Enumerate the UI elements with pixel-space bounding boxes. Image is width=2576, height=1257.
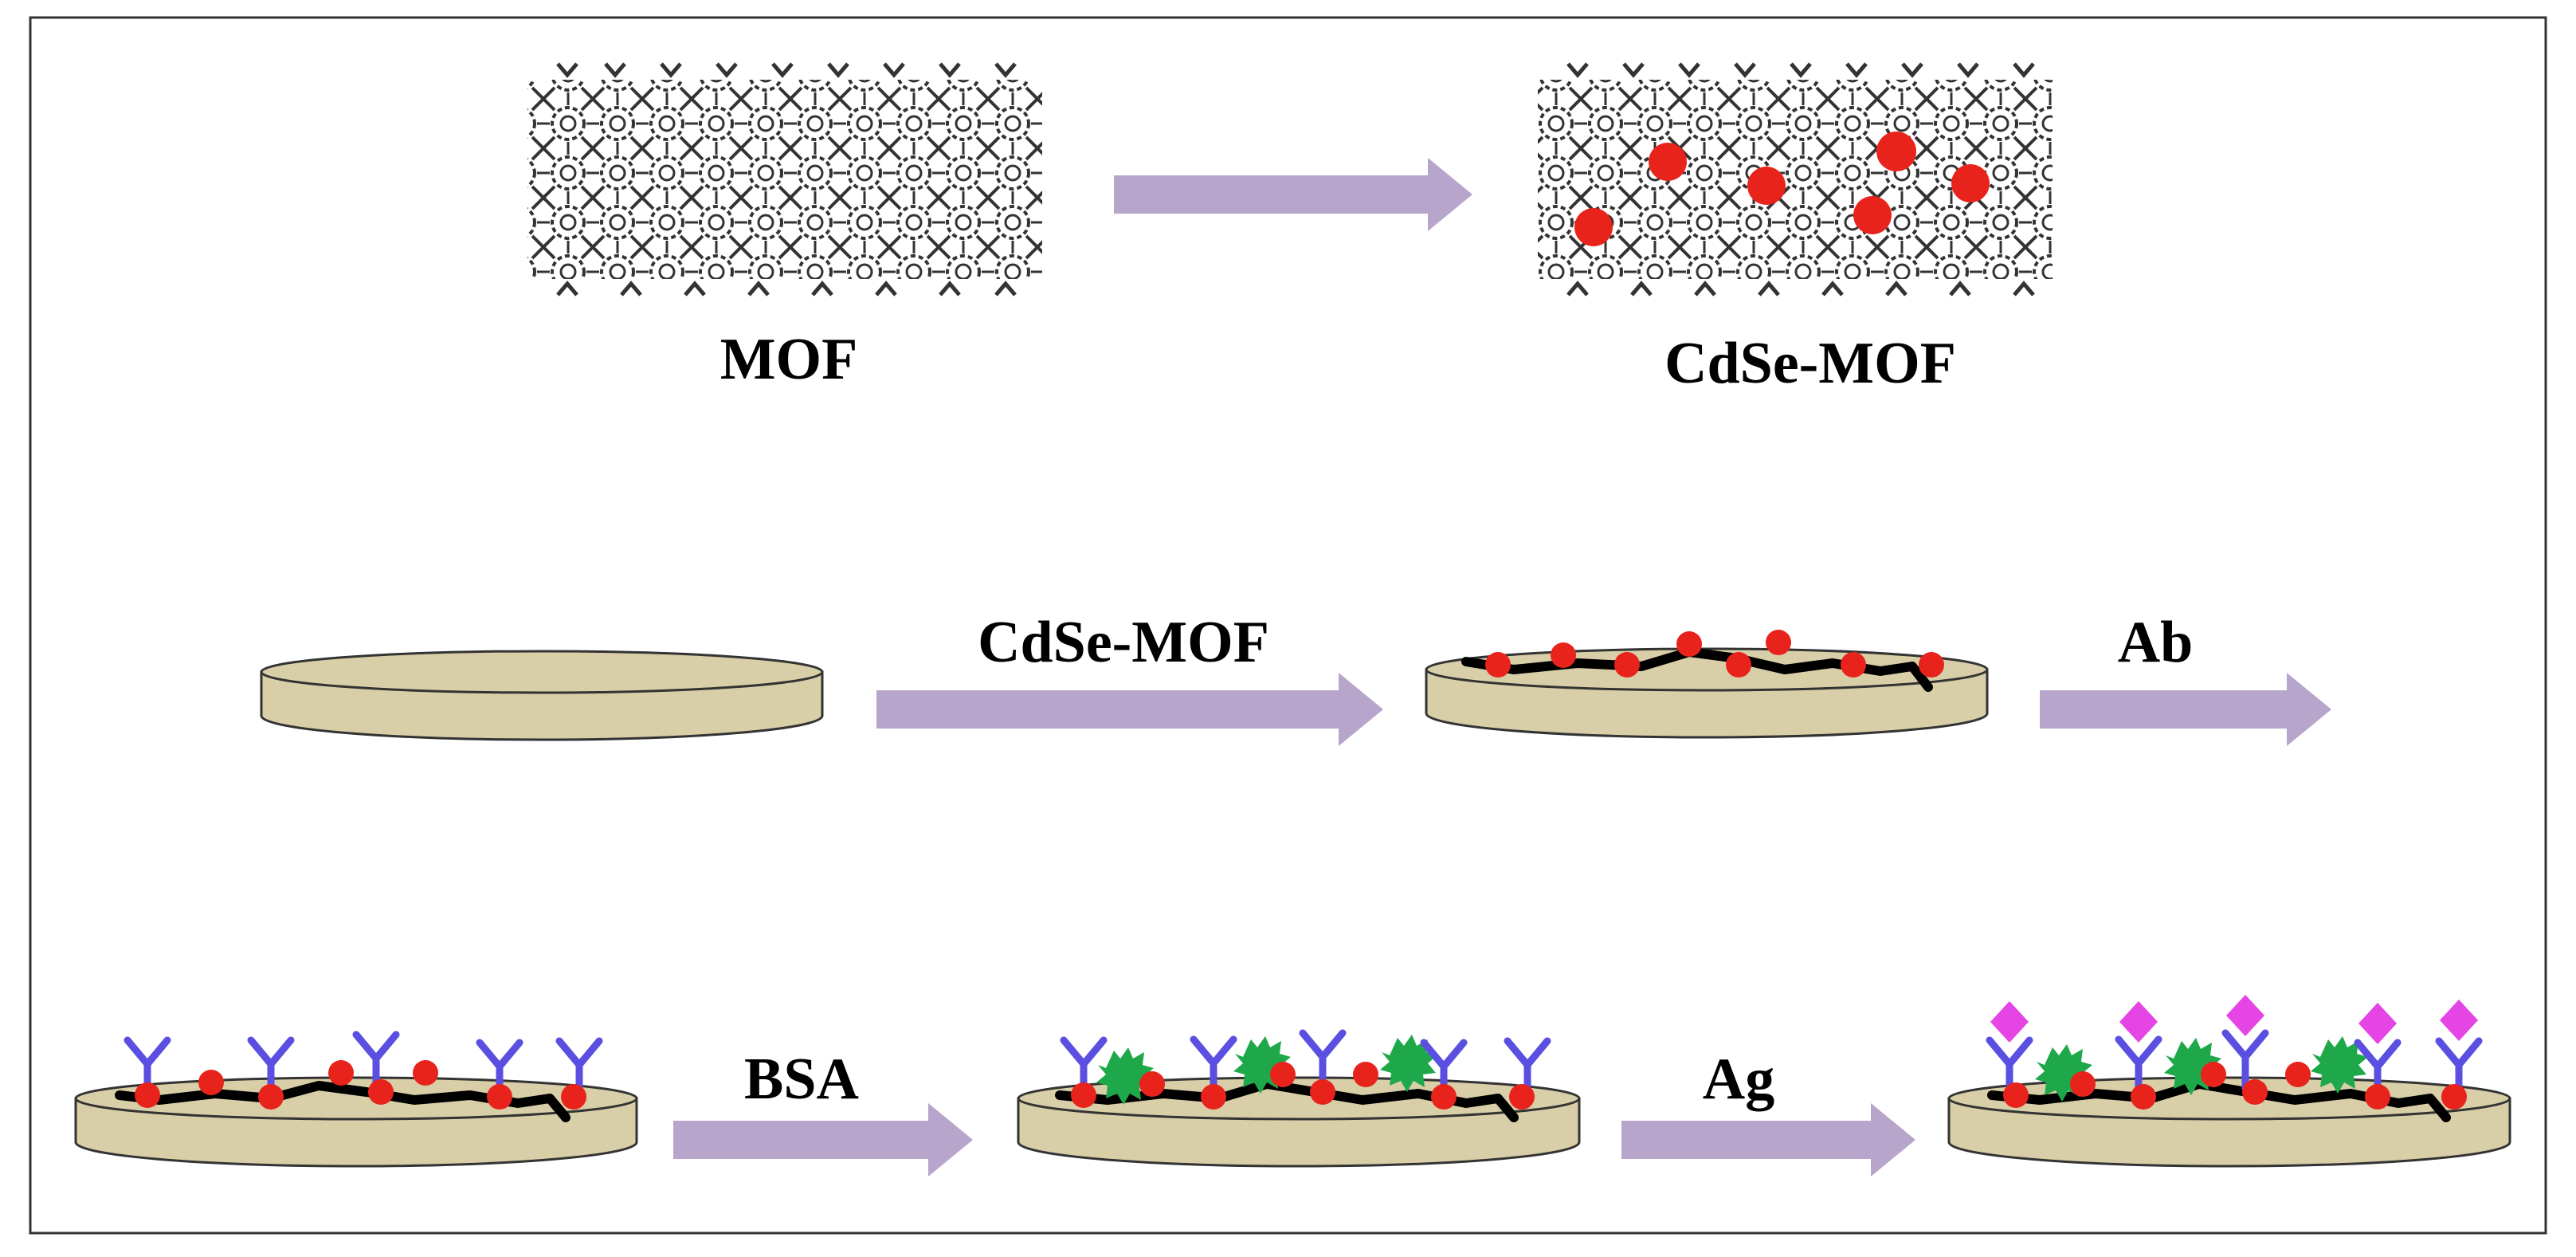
cdse-nanoparticles xyxy=(1485,630,1944,678)
cdse-dot-icon xyxy=(1649,143,1687,181)
antigen-diamond-icon xyxy=(2226,995,2264,1036)
step-ab: Ab xyxy=(2040,610,2331,746)
bsa-blob-icon xyxy=(2311,1036,2368,1094)
right-arrow-icon xyxy=(673,1103,973,1176)
cdse-dot-icon xyxy=(1853,196,1892,234)
cdse-dot-icon xyxy=(1310,1079,1335,1105)
step-bsa: BSA xyxy=(673,1047,973,1176)
electrode-with-cdse-mof xyxy=(1425,630,1989,739)
cdse-dot-icon xyxy=(1676,631,1702,657)
cdse-dot-icon xyxy=(487,1084,512,1110)
cdse-dot-icon xyxy=(2201,1062,2226,1087)
cdse-dot-icon xyxy=(2242,1079,2268,1105)
cdse-dot-icon xyxy=(1270,1062,1296,1087)
cdse-dot-icon xyxy=(1876,132,1916,171)
cdse-mof-product-label: CdSe-MOF xyxy=(1664,331,1956,396)
cdse-dot-icon xyxy=(1509,1084,1535,1110)
bsa-step-label: BSA xyxy=(744,1047,859,1112)
cdse-nanoparticles xyxy=(1574,132,1990,246)
step-cdse-mof: CdSe-MOF xyxy=(876,610,1383,746)
cdse-dot-icon xyxy=(2365,1084,2390,1110)
cdse-dot-icon xyxy=(1139,1071,1165,1097)
cdse-dot-icon xyxy=(198,1070,224,1095)
cdse-dot-icon xyxy=(2070,1071,2096,1097)
bare-electrode xyxy=(260,650,824,741)
electrode-with-bsa xyxy=(1017,1029,1581,1168)
cdse-nanoparticles xyxy=(2003,1062,2467,1110)
figure-frame xyxy=(29,16,2547,1235)
right-arrow-icon xyxy=(2040,673,2331,746)
cdse-dot-icon xyxy=(1574,208,1613,246)
antigen-diamond-icon xyxy=(2358,1003,2397,1044)
cdse-dot-icon xyxy=(1841,652,1866,678)
electrode-with-antibodies xyxy=(74,1031,638,1168)
step-ag: Ag xyxy=(1621,1047,1915,1176)
antigen-diamond-icon xyxy=(2119,1001,2158,1043)
cdse-dot-icon xyxy=(258,1084,284,1110)
antigen-diamond-icon xyxy=(2440,1000,2478,1041)
arrow-mof-to-cdse-mof xyxy=(1114,158,1472,231)
cdse-dot-icon xyxy=(1551,642,1576,668)
ag-step-label: Ag xyxy=(1703,1047,1774,1112)
cdse-dot-icon xyxy=(1614,652,1640,678)
antigen-diamond-icon xyxy=(1990,1001,2029,1043)
cdse-nanoparticles xyxy=(1071,1062,1535,1110)
cdse-dot-icon xyxy=(2285,1062,2311,1087)
cdse-nanoparticles xyxy=(135,1060,586,1110)
cdse-dot-icon xyxy=(328,1060,354,1086)
antibody-y-icon xyxy=(2221,1029,2269,1093)
cdse-dot-icon xyxy=(413,1060,438,1086)
cdse-dot-icon xyxy=(1766,630,1791,655)
cdse-dot-icon xyxy=(1071,1082,1096,1108)
cdse-dot-icon xyxy=(1747,167,1786,205)
cdse-dot-icon xyxy=(1919,652,1944,678)
cdse-mof-step-label: CdSe-MOF xyxy=(978,610,1269,675)
cdse-dot-icon xyxy=(1201,1084,1226,1110)
cdse-dot-icon xyxy=(2131,1084,2156,1110)
electrode-with-antigen xyxy=(1947,995,2511,1168)
mof-linker-marks xyxy=(556,62,1017,297)
cdse-dot-icon xyxy=(1353,1062,1378,1087)
mof-label: MOF xyxy=(720,327,858,392)
right-arrow-icon xyxy=(1114,158,1472,231)
cdse-dot-icon xyxy=(1431,1084,1457,1110)
cdse-dot-icon xyxy=(1951,164,1990,202)
right-arrow-icon xyxy=(876,673,1383,746)
cdse-dot-icon xyxy=(135,1082,160,1108)
cdse-dot-icon xyxy=(368,1079,394,1105)
right-arrow-icon xyxy=(1621,1103,1915,1176)
bsa-blob-icon xyxy=(1096,1047,1154,1105)
cdse-mof-structure xyxy=(1538,62,2053,297)
cdse-dot-icon xyxy=(1485,652,1511,678)
cdse-dot-icon xyxy=(1726,652,1751,678)
ab-step-label: Ab xyxy=(2118,610,2194,675)
cdse-dot-icon xyxy=(561,1084,586,1110)
electrode-top xyxy=(260,650,824,694)
cdse-dot-icon xyxy=(2441,1084,2467,1110)
mof-lattice xyxy=(527,80,1042,279)
antigens xyxy=(1990,995,2478,1044)
cdse-mof-film xyxy=(115,1081,570,1122)
cdse-dot-icon xyxy=(2003,1082,2029,1108)
cdse-mof-linker-marks xyxy=(1566,62,2035,297)
mof-structure xyxy=(527,62,1042,297)
bsa-blob-icon xyxy=(1380,1035,1437,1092)
